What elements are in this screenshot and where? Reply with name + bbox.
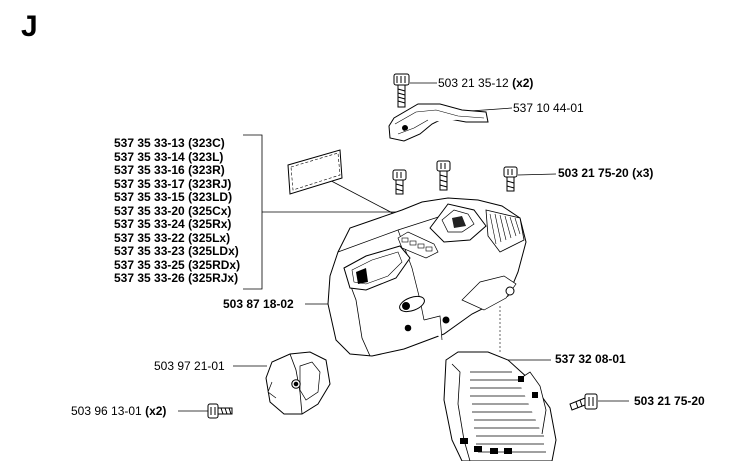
screw-top-icon: [393, 73, 410, 108]
screw-right-icon: [503, 166, 518, 192]
decal-kit-item: 537 35 33-14 (323L): [114, 149, 224, 164]
part-label-top-cover: 537 10 44-01: [513, 102, 584, 115]
part-label-screw-top: 503 21 35-12 (x2): [438, 77, 533, 90]
decal-kit-list: 537 35 33-13 (323C) 537 35 33-14 (323L) …: [114, 136, 241, 286]
part-label-screw-right: 503 21 75-20 (x3): [558, 167, 653, 180]
part-number: 503 96 13-01: [71, 404, 142, 418]
decal-kit-item: 537 35 33-15 (323LD): [114, 190, 233, 204]
decal-kit-item: 537 35 33-20 (325Cx): [114, 203, 232, 218]
screw-small-icon: [207, 403, 233, 419]
part-label-muffler-guard: 537 32 08-01: [555, 353, 626, 366]
decal-kit-item: 537 35 33-25 (325RDx): [114, 257, 241, 272]
part-number: 537 32 08-01: [555, 352, 626, 366]
decal-icon: [287, 149, 343, 195]
decal-kit-item: 537 35 33-24 (325Rx): [114, 217, 232, 231]
part-label-air-filter: 503 97 21-01: [154, 360, 225, 373]
part-label-screw-bottom-right: 503 21 75-20: [634, 395, 705, 408]
part-number: 537 10 44-01: [513, 101, 584, 115]
decal-kit-item: 537 35 33-13 (323C): [114, 136, 225, 150]
part-qty: (x3): [632, 166, 654, 180]
decal-kit-item: 537 35 33-17 (323RJ): [114, 176, 232, 191]
decal-kit-item: 537 35 33-22 (325Lx): [114, 230, 231, 245]
screw-center-icon: [436, 160, 451, 191]
screw-left-icon: [392, 169, 407, 195]
decal-kit-item: 537 35 33-16 (323R): [114, 163, 225, 177]
part-number: 503 21 75-20: [558, 166, 629, 180]
cylinder-cover-icon: [327, 197, 527, 357]
air-filter-cover-icon: [265, 351, 331, 415]
decal-kit-item: 537 35 33-26 (325RJx): [114, 271, 239, 285]
screw-bottom-right-icon: [569, 393, 598, 411]
part-number: 503 87 18-02: [223, 297, 294, 311]
part-qty: (x2): [512, 76, 534, 90]
part-label-screw-small: 503 96 13-01 (x2): [71, 405, 166, 418]
part-label-cylinder-cover: 503 87 18-02: [223, 298, 294, 311]
top-cover-icon: [388, 103, 489, 142]
section-letter: J: [21, 10, 38, 43]
part-number: 503 21 35-12: [438, 76, 509, 90]
part-number: 503 97 21-01: [154, 359, 225, 373]
decal-kit-item: 537 35 33-23 (325LDx): [114, 244, 239, 258]
part-number: 503 21 75-20: [634, 394, 705, 408]
part-qty: (x2): [145, 404, 167, 418]
muffler-guard-icon: [443, 306, 557, 461]
